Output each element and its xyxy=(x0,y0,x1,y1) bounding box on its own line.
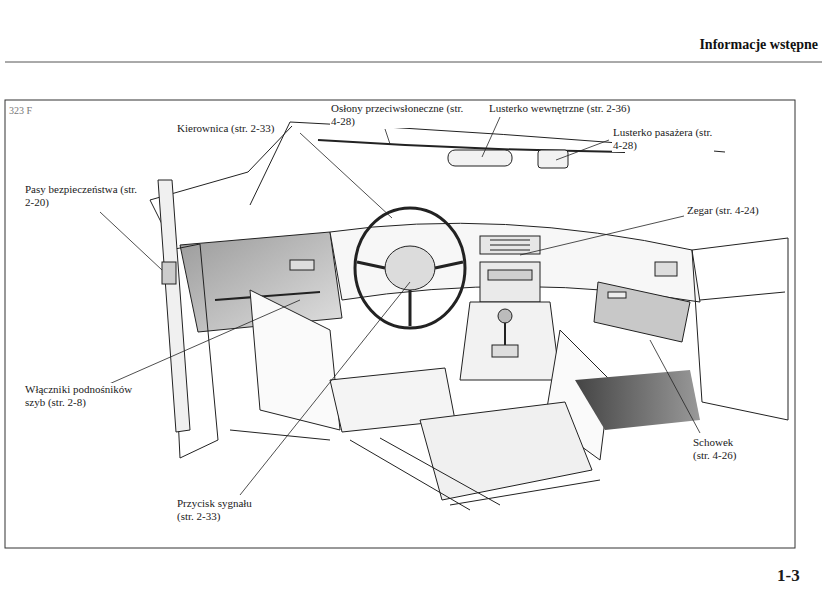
illustration-frame xyxy=(5,100,795,548)
part-label: Zegar (str. 4-24) xyxy=(686,204,760,217)
part-label: Pasy bezpieczeństwa (str. 2-20) xyxy=(24,183,141,209)
car-interior xyxy=(158,180,190,432)
leader-line xyxy=(556,140,609,160)
car-interior xyxy=(290,260,314,270)
car-interior xyxy=(330,223,700,302)
car-interior xyxy=(150,122,788,510)
part-label: Przycisk sygnału (str. 2-33) xyxy=(176,497,270,523)
car-interior xyxy=(230,430,600,510)
car-interior xyxy=(460,302,560,380)
page-rule xyxy=(5,62,822,63)
car-interior xyxy=(498,309,512,323)
car-interior xyxy=(480,262,540,302)
page-rule xyxy=(5,62,822,63)
page-number: 1-3 xyxy=(776,566,801,586)
leader-line xyxy=(100,117,700,495)
model-name: 323 F xyxy=(8,104,33,117)
part-label: Włączniki podnośników szyb (str. 2-8) xyxy=(24,383,151,409)
leader-line xyxy=(385,129,390,144)
part-label: Osłony przeciwsłoneczne (str. 4-28) xyxy=(330,102,467,128)
car-interior xyxy=(538,150,568,168)
car-interior xyxy=(490,250,530,251)
leader-line xyxy=(650,340,700,433)
part-label: Schowek (str. 4-26) xyxy=(692,436,752,462)
running-header: Informacje wstępne xyxy=(699,37,818,53)
leader-line xyxy=(482,117,500,157)
illustration-frame xyxy=(5,100,795,548)
part-label: Lusterko wewnętrzne (str. 2-36) xyxy=(488,102,631,115)
car-interior xyxy=(594,282,690,342)
car-interior xyxy=(355,208,465,328)
car-interior xyxy=(490,240,530,241)
leader-line xyxy=(300,133,392,218)
car-interior xyxy=(490,245,530,246)
car-interior xyxy=(492,345,518,357)
car-interior xyxy=(385,246,435,290)
car-interior xyxy=(504,320,506,345)
car-interior xyxy=(448,150,512,166)
car-interior xyxy=(692,238,788,420)
car-interior xyxy=(162,262,176,284)
car-interior xyxy=(480,236,540,254)
leader-line xyxy=(100,300,300,388)
car-interior xyxy=(655,262,677,276)
part-label: Kierownica (str. 2-33) xyxy=(176,122,275,135)
car-interior xyxy=(488,270,532,280)
car-interior xyxy=(700,292,785,300)
car-interior xyxy=(608,292,626,298)
car-interior xyxy=(357,262,463,326)
car-interior xyxy=(250,290,340,430)
leader-line xyxy=(240,282,410,495)
part-label: Lusterko pasażera (str. 4-28) xyxy=(612,126,714,152)
leader-line xyxy=(100,212,162,270)
leader-line xyxy=(520,216,684,255)
car-interior xyxy=(575,370,700,430)
